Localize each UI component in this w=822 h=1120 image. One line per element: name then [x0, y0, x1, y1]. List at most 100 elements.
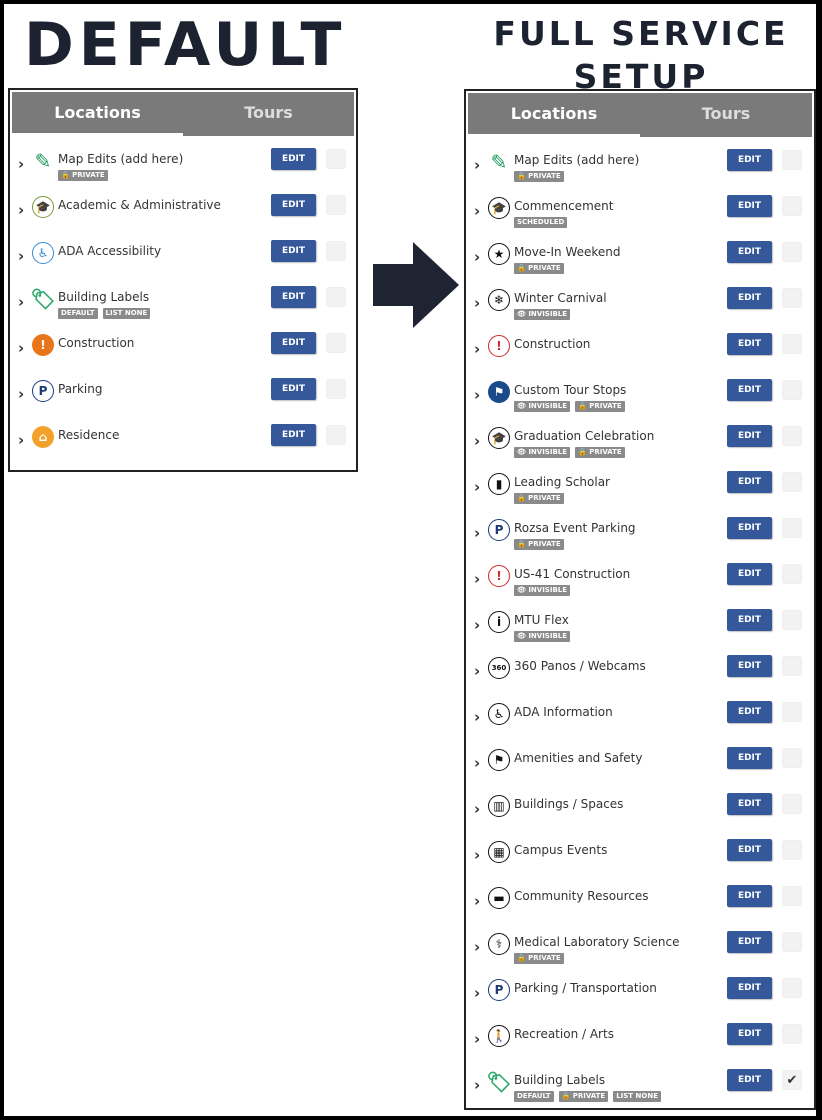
chevron-right-icon[interactable]: ›: [18, 339, 25, 357]
chevron-right-icon[interactable]: ›: [474, 524, 481, 542]
chevron-right-icon[interactable]: ›: [474, 156, 481, 174]
chevron-right-icon[interactable]: ›: [18, 155, 25, 173]
visibility-checkbox[interactable]: [782, 656, 802, 676]
status-badge: 🔒 PRIVATE: [575, 401, 625, 412]
tab-tours[interactable]: Tours: [701, 104, 751, 123]
edit-button[interactable]: EDIT: [727, 149, 772, 171]
visibility-checkbox[interactable]: [326, 379, 346, 399]
visibility-checkbox[interactable]: [782, 196, 802, 216]
visibility-checkbox[interactable]: [782, 426, 802, 446]
chevron-right-icon[interactable]: ›: [474, 432, 481, 450]
edit-button[interactable]: EDIT: [727, 517, 772, 539]
chevron-right-icon[interactable]: ›: [474, 800, 481, 818]
visibility-checkbox[interactable]: [782, 840, 802, 860]
edit-button[interactable]: EDIT: [727, 655, 772, 677]
chevron-right-icon[interactable]: ›: [18, 247, 25, 265]
chevron-right-icon[interactable]: ›: [474, 294, 481, 312]
chevron-right-icon[interactable]: ›: [474, 662, 481, 680]
edit-button[interactable]: EDIT: [727, 931, 772, 953]
visibility-checkbox[interactable]: [782, 380, 802, 400]
chevron-right-icon[interactable]: ›: [474, 570, 481, 588]
badge-group: 👁 INVISIBLE: [514, 585, 571, 596]
parking-icon: P: [488, 519, 510, 541]
visibility-checkbox[interactable]: [782, 518, 802, 538]
edit-button[interactable]: EDIT: [727, 379, 772, 401]
edit-button[interactable]: EDIT: [271, 424, 316, 446]
edit-button[interactable]: EDIT: [727, 609, 772, 631]
visibility-checkbox[interactable]: [782, 932, 802, 952]
edit-button[interactable]: EDIT: [727, 287, 772, 309]
edit-button[interactable]: EDIT: [271, 240, 316, 262]
chevron-right-icon[interactable]: ›: [474, 478, 481, 496]
visibility-checkbox[interactable]: [782, 1024, 802, 1044]
visibility-checkbox[interactable]: [782, 978, 802, 998]
visibility-checkbox[interactable]: [782, 564, 802, 584]
visibility-checkbox[interactable]: [326, 333, 346, 353]
visibility-checkbox[interactable]: [782, 794, 802, 814]
visibility-checkbox[interactable]: ✔: [782, 1070, 802, 1090]
visibility-checkbox[interactable]: [782, 702, 802, 722]
chevron-right-icon[interactable]: ›: [474, 984, 481, 1002]
chevron-right-icon[interactable]: ›: [18, 431, 25, 449]
visibility-checkbox[interactable]: [326, 287, 346, 307]
visibility-checkbox[interactable]: [782, 150, 802, 170]
chevron-right-icon[interactable]: ›: [18, 385, 25, 403]
chevron-right-icon[interactable]: ›: [474, 248, 481, 266]
chevron-right-icon[interactable]: ›: [474, 892, 481, 910]
edit-button[interactable]: EDIT: [727, 1069, 772, 1091]
visibility-checkbox[interactable]: [326, 195, 346, 215]
chevron-right-icon[interactable]: ›: [474, 1076, 481, 1094]
edit-button[interactable]: EDIT: [271, 378, 316, 400]
layer-label: Winter Carnival: [514, 291, 607, 305]
edit-button[interactable]: EDIT: [727, 333, 772, 355]
status-badge: 🔒 PRIVATE: [558, 1091, 609, 1102]
edit-button[interactable]: EDIT: [727, 793, 772, 815]
chevron-right-icon[interactable]: ›: [474, 846, 481, 864]
edit-button[interactable]: EDIT: [727, 1023, 772, 1045]
edit-button[interactable]: EDIT: [271, 194, 316, 216]
edit-button[interactable]: EDIT: [727, 839, 772, 861]
visibility-checkbox[interactable]: [782, 242, 802, 262]
chevron-right-icon[interactable]: ›: [474, 340, 481, 358]
chevron-right-icon[interactable]: ›: [474, 1030, 481, 1048]
edit-button[interactable]: EDIT: [727, 747, 772, 769]
tab-locations[interactable]: Locations: [12, 92, 183, 136]
edit-button[interactable]: EDIT: [271, 286, 316, 308]
edit-button[interactable]: EDIT: [727, 885, 772, 907]
tag-icon: 🏷: [30, 287, 56, 311]
visibility-checkbox[interactable]: [782, 288, 802, 308]
tab-tours[interactable]: Tours: [244, 103, 293, 122]
chevron-right-icon[interactable]: ›: [474, 202, 481, 220]
visibility-checkbox[interactable]: [782, 610, 802, 630]
edit-button[interactable]: EDIT: [727, 701, 772, 723]
chevron-right-icon[interactable]: ›: [18, 293, 25, 311]
badge-group: 🔒 PRIVATE: [514, 953, 564, 964]
visibility-checkbox[interactable]: [326, 425, 346, 445]
edit-button[interactable]: EDIT: [271, 148, 316, 170]
chevron-right-icon[interactable]: ›: [474, 708, 481, 726]
chevron-right-icon[interactable]: ›: [18, 201, 25, 219]
edit-button[interactable]: EDIT: [727, 471, 772, 493]
edit-button[interactable]: EDIT: [727, 195, 772, 217]
edit-button[interactable]: EDIT: [727, 563, 772, 585]
visibility-checkbox[interactable]: [782, 886, 802, 906]
chevron-right-icon[interactable]: ›: [474, 616, 481, 634]
chevron-right-icon[interactable]: ›: [474, 754, 481, 772]
visibility-checkbox[interactable]: [782, 472, 802, 492]
visibility-checkbox[interactable]: [782, 334, 802, 354]
edit-button[interactable]: EDIT: [727, 241, 772, 263]
tab-locations[interactable]: Locations: [468, 93, 640, 137]
chevron-right-icon[interactable]: ›: [474, 938, 481, 956]
visibility-checkbox[interactable]: [326, 149, 346, 169]
edit-button[interactable]: EDIT: [727, 425, 772, 447]
visibility-checkbox[interactable]: [326, 241, 346, 261]
visibility-checkbox[interactable]: [782, 748, 802, 768]
chevron-right-icon[interactable]: ›: [474, 386, 481, 404]
edit-button[interactable]: EDIT: [727, 977, 772, 999]
edit-button[interactable]: EDIT: [271, 332, 316, 354]
